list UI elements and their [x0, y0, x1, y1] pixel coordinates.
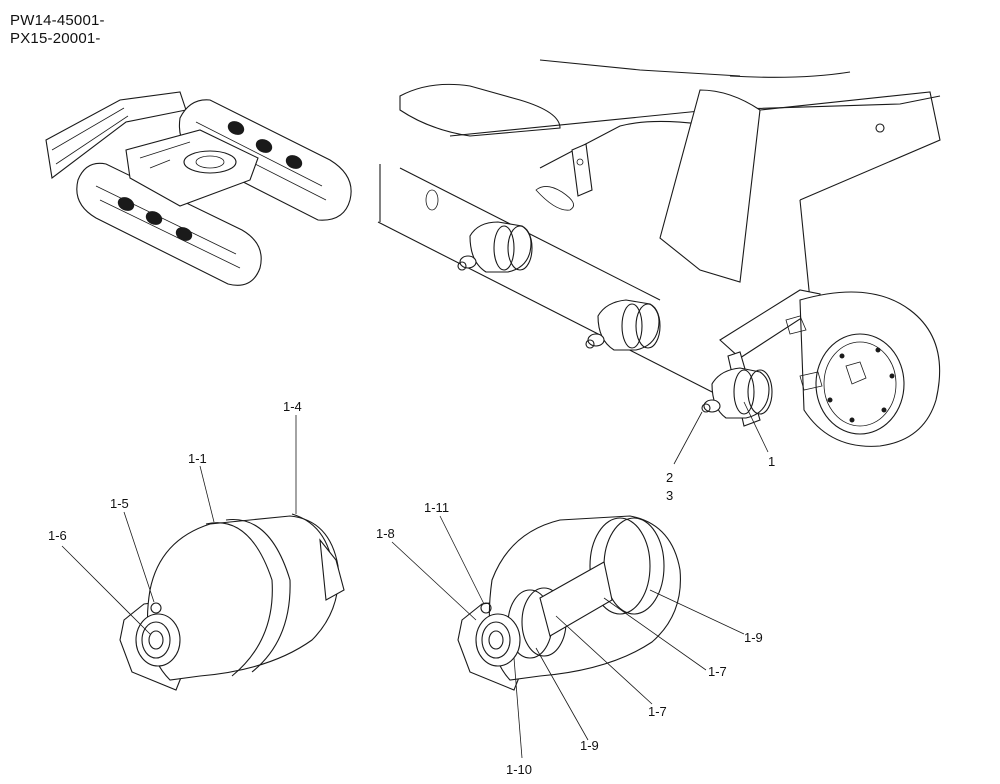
callout-1-9-lower: 1-9 — [580, 738, 599, 753]
callout-1-11: 1-11 — [424, 500, 449, 515]
callout-3: 3 — [666, 488, 673, 503]
track-roller-mounted-3 — [701, 367, 773, 419]
callout-1-9-upper: 1-9 — [744, 630, 763, 645]
track-roller-mounted-1 — [457, 221, 533, 273]
callout-1-10: 1-10 — [506, 762, 532, 777]
callout-1-1: 1-1 — [188, 451, 207, 466]
callout-1-7-upper: 1-7 — [708, 664, 727, 679]
serial-range-2: PX15-20001- — [10, 30, 101, 47]
callout-1-4: 1-4 — [283, 399, 302, 414]
serial-range-1: PW14-45001- — [10, 12, 105, 29]
callout-2: 2 — [666, 470, 673, 485]
callout-1-7-lower: 1-7 — [648, 704, 667, 719]
callout-1-8: 1-8 — [376, 526, 395, 541]
track-roller-mounted-2 — [585, 299, 661, 351]
track-frame-assembly — [377, 59, 941, 447]
undercarriage-overview — [45, 91, 352, 286]
callout-1-5: 1-5 — [110, 496, 129, 511]
track-roller-cutaway — [457, 515, 681, 691]
callout-1-6: 1-6 — [48, 528, 67, 543]
callout-1: 1 — [768, 454, 775, 469]
track-roller-assembled — [119, 513, 345, 691]
